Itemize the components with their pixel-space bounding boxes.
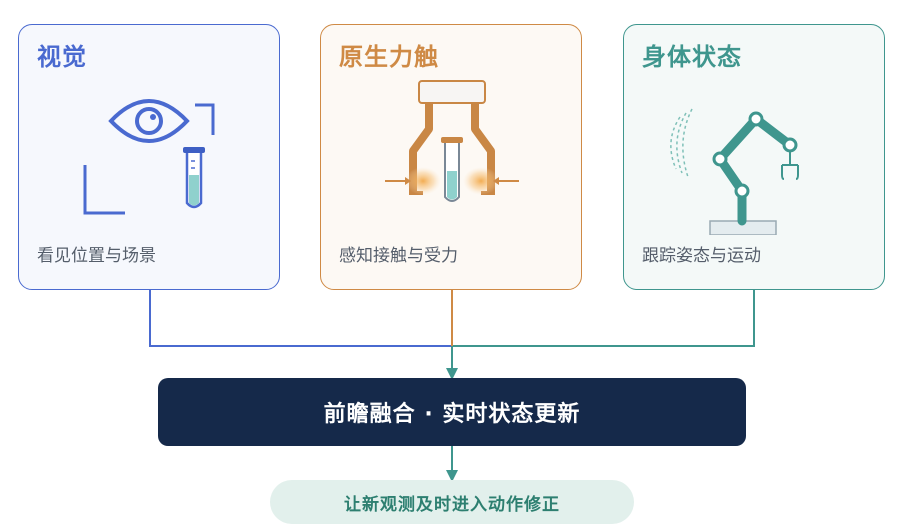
contact-glow <box>463 167 499 195</box>
motion-waves-icon <box>670 108 693 178</box>
body-illustration <box>670 108 799 235</box>
body-card: 身体状态 跟踪姿态与运动 <box>623 24 885 290</box>
test-tube-icon <box>441 137 463 202</box>
body-title: 身体状态 <box>642 43 742 71</box>
fusion-label: 前瞻融合 · 实时状态更新 <box>323 402 581 427</box>
tactile-caption: 感知接触与受力 <box>339 246 458 266</box>
tactile-illustration <box>385 80 519 202</box>
vision-illustration <box>83 99 215 215</box>
tactile-title: 原生力触 <box>339 43 439 71</box>
contact-glow <box>405 167 441 195</box>
force-arrow-icon <box>385 177 519 185</box>
vision-caption: 看见位置与场景 <box>37 246 156 266</box>
body-caption: 跟踪姿态与运动 <box>642 246 761 266</box>
fusion-bar: 前瞻融合 · 实时状态更新 <box>158 378 746 446</box>
body-connector <box>452 290 755 347</box>
tactile-card: 原生力触 感知接触与受力 <box>320 24 582 290</box>
test-tube-icon <box>183 147 205 209</box>
frame-corner-icon <box>83 103 215 215</box>
eye-icon <box>108 99 190 143</box>
vision-card: 视觉 看见位置与场景 <box>18 24 280 290</box>
robot-arm-icon <box>709 111 799 235</box>
vision-title: 视觉 <box>37 43 87 71</box>
output-pill: 让新观测及时进入动作修正 <box>270 480 634 524</box>
output-label: 让新观测及时进入动作修正 <box>344 494 560 515</box>
vision-connector <box>149 290 452 347</box>
